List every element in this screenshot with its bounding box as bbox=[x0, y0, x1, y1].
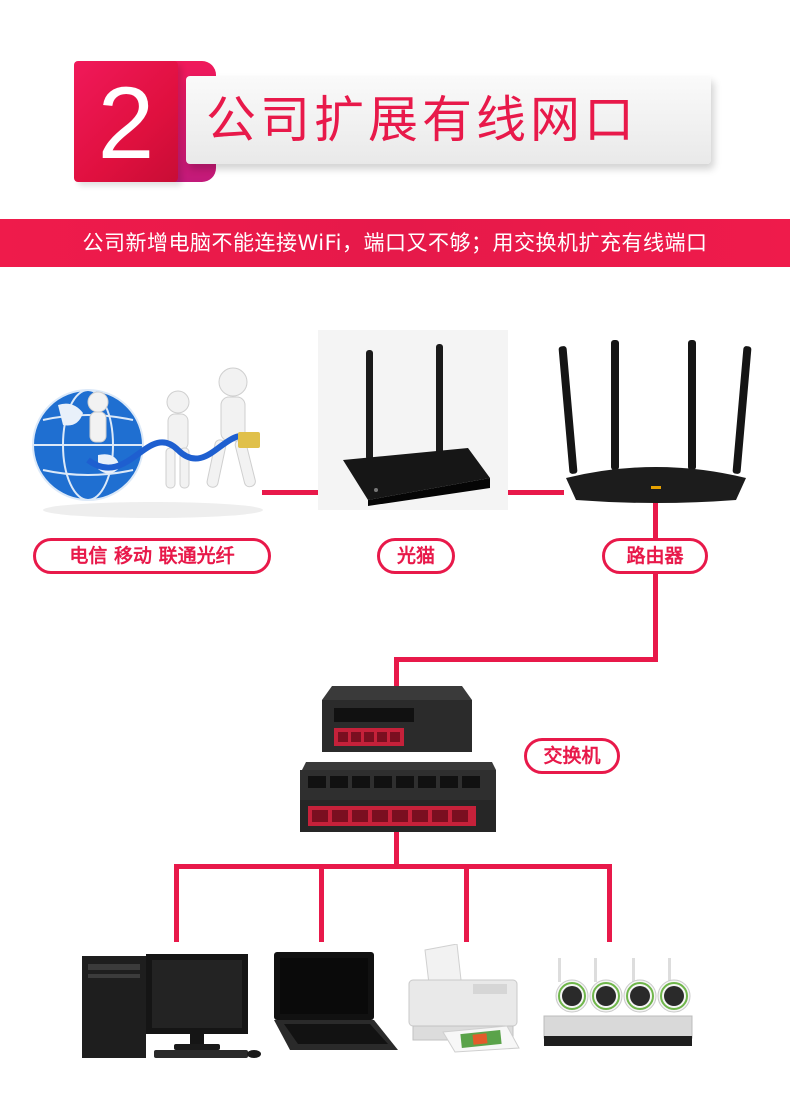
subtitle-banner: 公司新增电脑不能连接WiFi，端口又不够；用交换机扩充有线端口 bbox=[0, 219, 790, 267]
camera-nvr-image bbox=[543, 958, 693, 1046]
line-device-bus bbox=[174, 864, 612, 869]
line-router-down bbox=[653, 498, 658, 662]
switch-label: 交换机 bbox=[524, 738, 620, 774]
step-number: 2 bbox=[97, 66, 155, 180]
title-bar: 公司扩展有线网口 bbox=[186, 76, 711, 164]
line-laptop bbox=[319, 864, 324, 942]
network-switch-image bbox=[300, 686, 496, 832]
line-to-switch bbox=[394, 657, 399, 689]
line-pc bbox=[174, 864, 179, 942]
laptop-image bbox=[274, 952, 398, 1050]
line-switch-down bbox=[394, 830, 399, 868]
modem-label: 光猫 bbox=[377, 538, 455, 574]
subtitle-text: 公司新增电脑不能连接WiFi，端口又不够；用交换机扩充有线端口 bbox=[82, 231, 708, 255]
page-title: 公司扩展有线网口 bbox=[206, 91, 638, 149]
router-label: 路由器 bbox=[602, 538, 708, 574]
desktop-pc-image bbox=[82, 954, 261, 1058]
step-number-badge: 2 bbox=[74, 61, 178, 182]
isp-label: 电信 移动 联通光纤 bbox=[33, 538, 271, 574]
printer-image bbox=[408, 944, 520, 1053]
line-router-horizontal bbox=[394, 657, 658, 662]
optical-modem-image bbox=[318, 330, 508, 510]
line-camera bbox=[607, 864, 612, 942]
router-image bbox=[558, 340, 752, 503]
line-isp-modem bbox=[262, 490, 344, 495]
line-printer bbox=[464, 864, 469, 942]
internet-globe-image bbox=[32, 367, 263, 518]
line-modem-router bbox=[472, 490, 564, 495]
